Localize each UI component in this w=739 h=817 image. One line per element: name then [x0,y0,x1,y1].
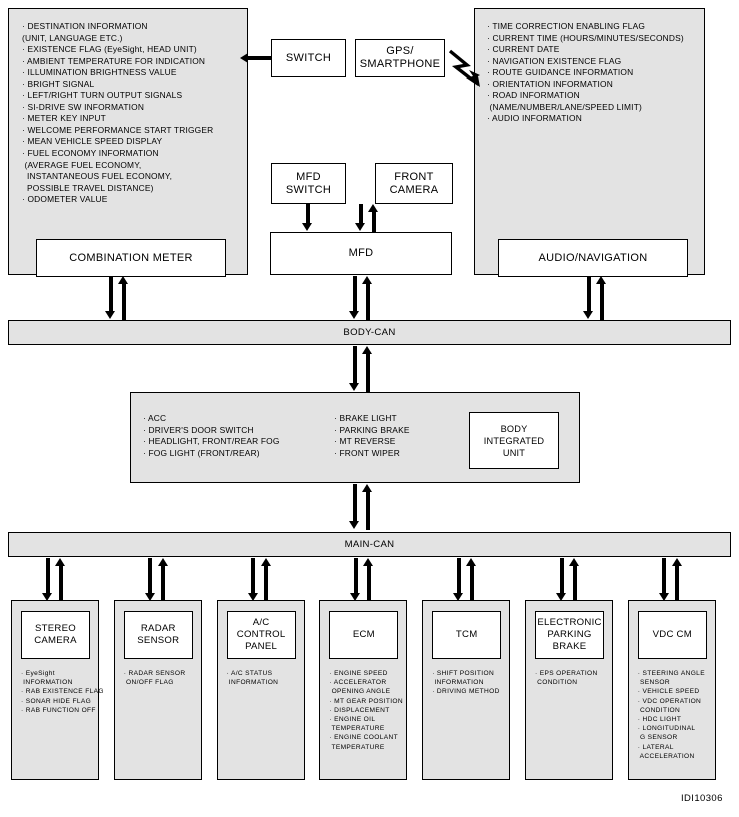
module-title-box-4: TCM [432,611,502,659]
module-signal-list-0: · EyeSight INFORMATION · RAB EXISTENCE F… [21,670,104,714]
arrow-front-camera-to-mfd [355,204,381,232]
arrow-audio-nav-to-body-can [583,276,609,320]
module-panel-3: ECM · ENGINE SPEED · ACCELERATOR OPENING … [319,600,408,780]
front-camera-box: FRONT CAMERA [375,163,453,204]
module-title-box-6: VDC CM [637,611,707,659]
switch-box: SWITCH [271,39,346,77]
module-signal-list-5: · EPS OPERATION CONDITION [535,670,598,687]
combination-meter-signal-list: · DESTINATION INFORMATION (UNIT, LANGUAG… [22,21,214,205]
module-title-5: ELECTRONIC PARKING BRAKE [537,617,602,652]
module-signal-list-4: · SHIFT POSITION INFORMATION · DRIVING M… [432,670,500,696]
main-can-bus: MAIN-CAN [8,532,731,557]
audio-navigation-box: AUDIO/NAVIGATION [498,239,688,277]
body-integrated-unit-box: BODY INTEGRATED UNIT [469,412,559,469]
module-signal-list-6: · STEERING ANGLE SENSOR · VEHICLE SPEED … [637,670,705,760]
front-camera-label: FRONT CAMERA [389,170,439,196]
arrow-main-can-to-module-0 [42,558,68,602]
gps-smartphone-box: GPS/ SMARTPHONE [355,39,445,77]
module-signal-list-2: · A/C STATUS INFORMATION [226,670,279,687]
module-signal-list-3: · ENGINE SPEED · ACCELERATOR OPENING ANG… [329,670,403,751]
mfd-box: MFD [270,232,452,275]
arrow-main-can-to-module-3 [350,558,376,602]
combination-meter-label: COMBINATION METER [69,251,193,264]
audio-navigation-signal-list: · TIME CORRECTION ENABLING FLAG · CURREN… [487,21,684,124]
figure-id-label: IDI10306 [681,793,723,804]
mfd-label: MFD [348,247,374,259]
arrow-main-can-to-module-6 [658,558,685,602]
combination-meter-panel: · DESTINATION INFORMATION (UNIT, LANGUAG… [8,8,248,277]
module-title-box-2: A/C CONTROL PANEL [226,611,296,659]
body-integrated-unit-panel: · ACC · DRIVER'S DOOR SWITCH · HEADLIGHT… [130,392,580,483]
module-panel-4: TCM · SHIFT POSITION INFORMATION · DRIVIN… [422,600,511,780]
arrow-biu-to-main-can [349,484,375,530]
module-panel-1: RADAR SENSOR · RADAR SENSOR ON/OFF FLAG [113,600,202,780]
arrow-main-can-to-module-4 [453,558,479,602]
arrow-switch-to-meter [240,52,272,64]
module-title-4: TCM [455,629,478,640]
arrow-main-can-to-module-2 [247,558,274,602]
biu-signal-list-col2: · BRAKE LIGHT · PARKING BRAKE · MT REVER… [334,413,410,458]
body-can-label: BODY-CAN [343,327,396,338]
switch-label: SWITCH [285,51,332,64]
module-title-2: A/C CONTROL PANEL [236,617,286,652]
arrow-body-can-to-biu [349,346,375,392]
wireless-link-icon [447,48,487,90]
module-panel-6: VDC CM · STEERING ANGLE SENSOR · VEHICLE … [627,600,716,780]
arrow-meter-to-body-can [105,276,131,320]
module-panel-0: STEREO CAMERA · EyeSight INFORMATION · RA… [11,600,104,780]
arrow-mfd-switch-to-mfd [302,204,314,232]
mfd-switch-box: MFD SWITCH [271,163,346,204]
combination-meter-box: COMBINATION METER [36,239,226,277]
module-title-box-0: STEREO CAMERA [21,611,90,659]
audio-navigation-panel: · TIME CORRECTION ENABLING FLAG · CURREN… [474,8,705,277]
module-title-box-5: ELECTRONIC PARKING BRAKE [535,611,604,659]
module-signal-list-1: · RADAR SENSOR ON/OFF FLAG [123,670,186,687]
audio-navigation-label: AUDIO/NAVIGATION [538,251,648,264]
module-panel-5: ELECTRONIC PARKING BRAKE · EPS OPERATION … [525,600,613,780]
main-can-label: MAIN-CAN [344,539,395,550]
module-title-box-1: RADAR SENSOR [123,611,193,659]
arrow-mfd-to-body-can [349,276,375,320]
module-panel-2: A/C CONTROL PANEL · A/C STATUS INFORMATIO… [216,600,305,780]
module-title-3: ECM [352,629,375,640]
body-can-bus: BODY-CAN [8,320,731,345]
module-title-box-3: ECM [329,611,399,659]
module-title-1: RADAR SENSOR [137,623,180,646]
arrow-main-can-to-module-1 [144,558,171,602]
module-title-6: VDC CM [652,629,692,640]
mfd-switch-label: MFD SWITCH [285,170,332,196]
body-integrated-unit-label: BODY INTEGRATED UNIT [483,423,545,458]
arrow-main-can-to-module-5 [556,558,582,602]
biu-signal-list-col1: · ACC · DRIVER'S DOOR SWITCH · HEADLIGHT… [143,413,280,458]
module-title-0: STEREO CAMERA [34,623,77,646]
gps-smartphone-label: GPS/ SMARTPHONE [359,45,441,70]
